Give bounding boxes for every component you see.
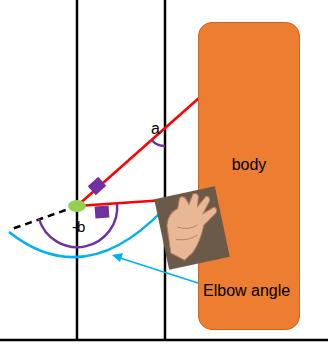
hand-shape [160,190,226,263]
marker-square [95,206,110,219]
elbow-angle-arc [9,209,164,257]
vertical-line [164,0,167,340]
angle-arc [152,140,165,146]
vertical-line [76,0,79,340]
leader-arrow [120,258,198,283]
elbow-joint [68,200,86,212]
angle-label: a [151,120,160,138]
angle-caption: Elbow angle [203,282,290,300]
marker-square [88,177,106,195]
body-label: body [232,156,267,174]
upper-arm [77,98,199,206]
angle-label: -b [72,218,85,235]
lower-arm [77,200,165,206]
palm-lines [174,223,200,242]
hand-photo-ground [154,186,230,269]
arrowhead [112,253,123,262]
ground-line [0,339,328,342]
